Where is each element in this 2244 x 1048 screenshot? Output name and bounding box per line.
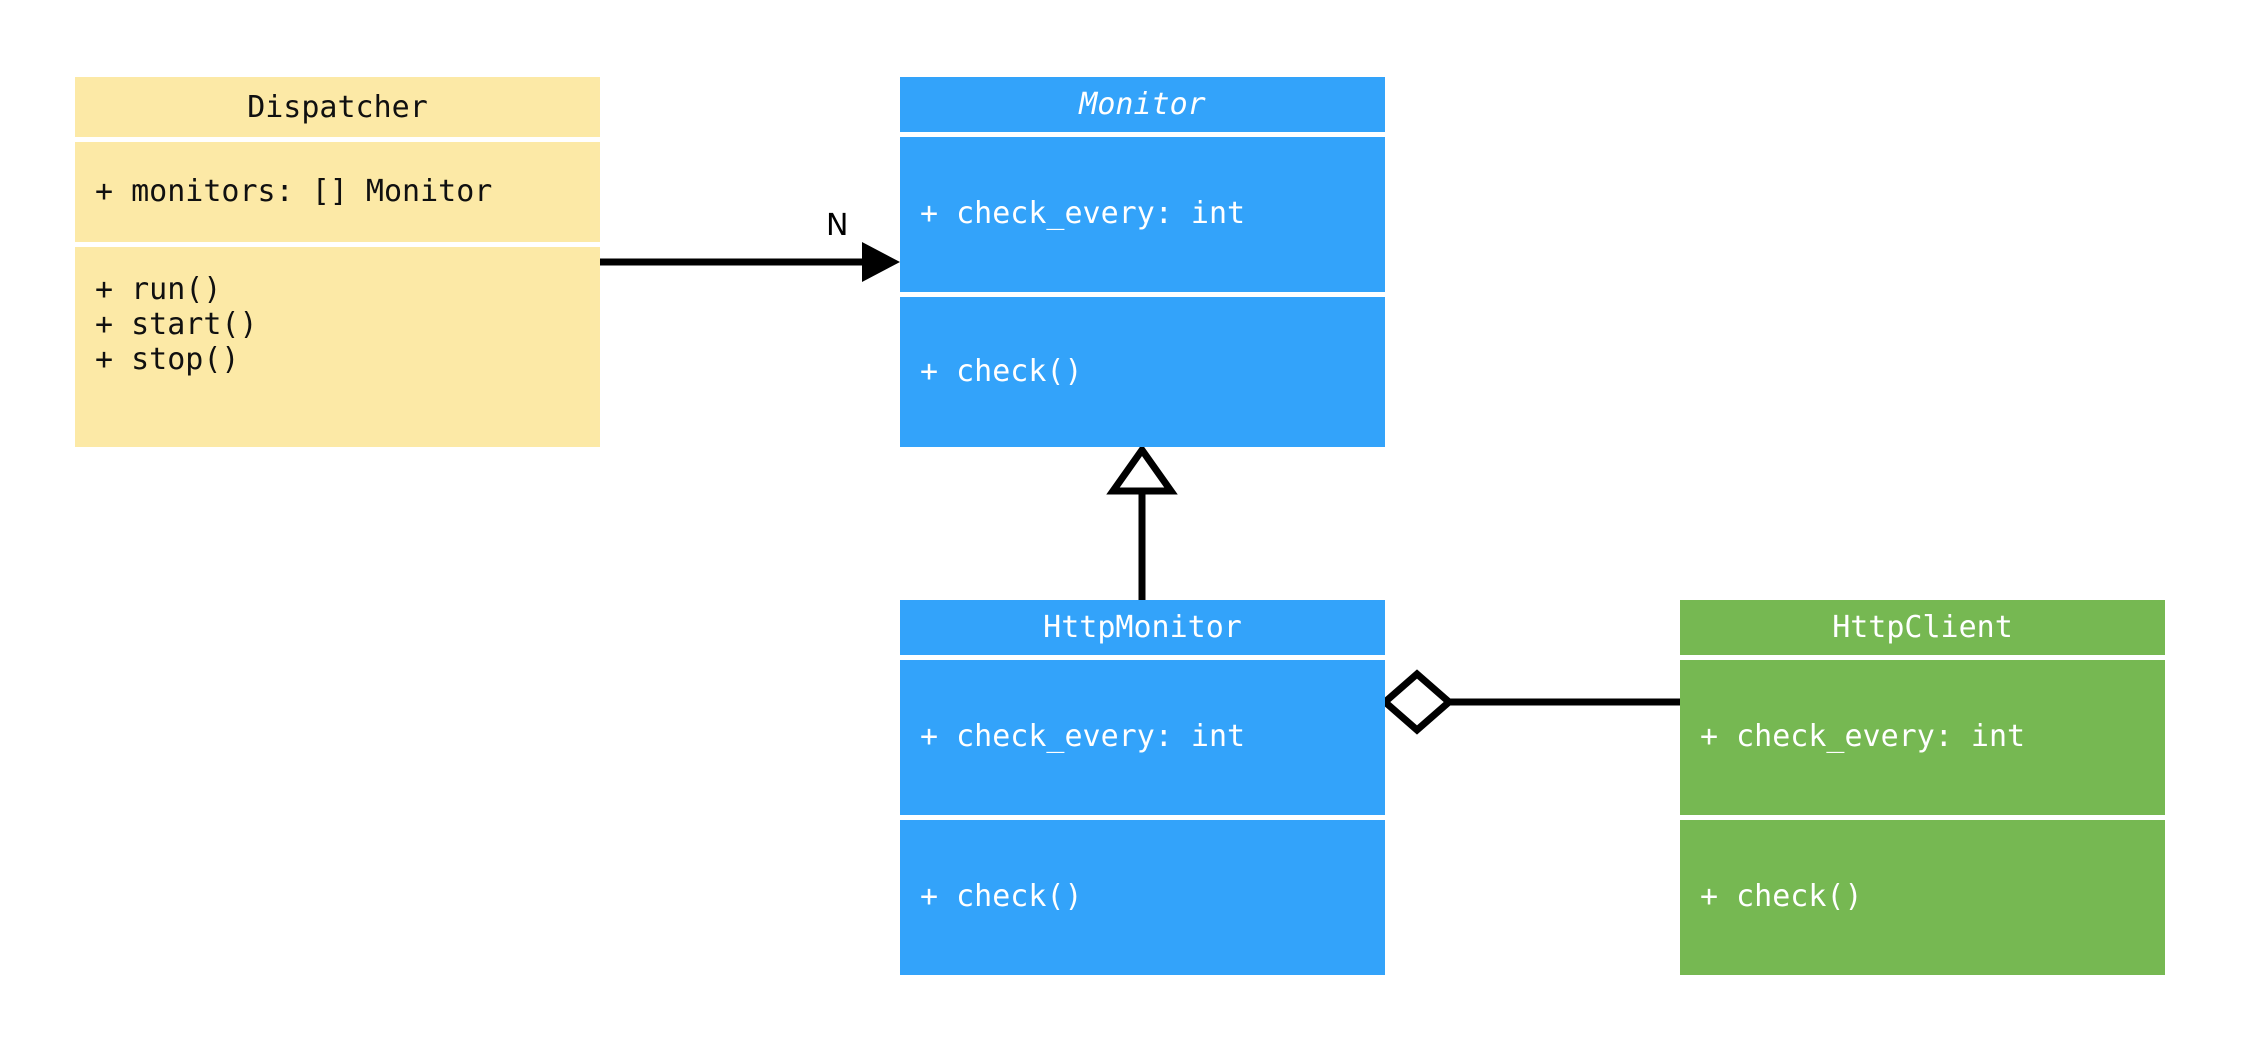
- class-name-httpclient: HttpClient: [1832, 610, 2013, 645]
- association-multiplicity-label: N: [826, 208, 849, 243]
- class-name-monitor: Monitor: [1079, 87, 1206, 122]
- class-attributes-compartment: + check_every: int: [900, 137, 1385, 292]
- uml-class-httpmonitor[interactable]: HttpMonitor + check_every: int + check(): [900, 600, 1385, 975]
- compartment-divider: [75, 137, 600, 142]
- class-title-compartment: HttpClient: [1680, 600, 2165, 655]
- attribute-list-httpclient: + check_every: int: [1700, 719, 2026, 755]
- compartment-divider: [900, 132, 1385, 137]
- attribute-list-dispatcher: + monitors: [] Monitor: [95, 173, 493, 209]
- class-title-compartment: Monitor: [900, 77, 1385, 132]
- class-attributes-compartment: + monitors: [] Monitor: [75, 142, 600, 242]
- uml-class-httpclient[interactable]: HttpClient + check_every: int + check(): [1680, 600, 2165, 975]
- compartment-divider: [75, 242, 600, 247]
- method-list-monitor: + check(): [920, 353, 1083, 389]
- hollow-diamond-icon: [1379, 669, 1455, 735]
- compartment-divider: [1680, 655, 2165, 660]
- class-attributes-compartment: + check_every: int: [900, 660, 1385, 815]
- class-attributes-compartment: + check_every: int: [1680, 660, 2165, 815]
- class-title-compartment: HttpMonitor: [900, 600, 1385, 655]
- class-methods-compartment: + check(): [900, 820, 1385, 975]
- uml-class-dispatcher[interactable]: Dispatcher + monitors: [] Monitor + run(…: [75, 77, 600, 447]
- compartment-divider: [900, 655, 1385, 660]
- compartment-divider: [900, 815, 1385, 820]
- attribute-list-monitor: + check_every: int: [920, 196, 1246, 232]
- filled-triangle-arrowhead-icon: [862, 242, 900, 282]
- association-dispatcher-monitor: [600, 242, 900, 282]
- generalization-httpmonitor-monitor: [1106, 443, 1178, 600]
- class-name-httpmonitor: HttpMonitor: [1043, 610, 1242, 645]
- class-name-dispatcher: Dispatcher: [247, 89, 428, 125]
- class-title-compartment: Dispatcher: [75, 77, 600, 137]
- uml-class-monitor[interactable]: Monitor + check_every: int + check(): [900, 77, 1385, 447]
- class-methods-compartment: + check(): [900, 297, 1385, 447]
- aggregation-httpmonitor-httpclient: [1379, 669, 1680, 735]
- method-list-dispatcher: + run() + start() + stop(): [95, 272, 258, 377]
- hollow-triangle-arrowhead-icon: [1106, 443, 1178, 495]
- compartment-divider: [900, 292, 1385, 297]
- attribute-list-httpmonitor: + check_every: int: [920, 719, 1246, 755]
- method-list-httpmonitor: + check(): [920, 879, 1083, 915]
- class-methods-compartment: + run() + start() + stop(): [75, 247, 600, 447]
- class-methods-compartment: + check(): [1680, 820, 2165, 975]
- compartment-divider: [1680, 815, 2165, 820]
- method-list-httpclient: + check(): [1700, 879, 1863, 915]
